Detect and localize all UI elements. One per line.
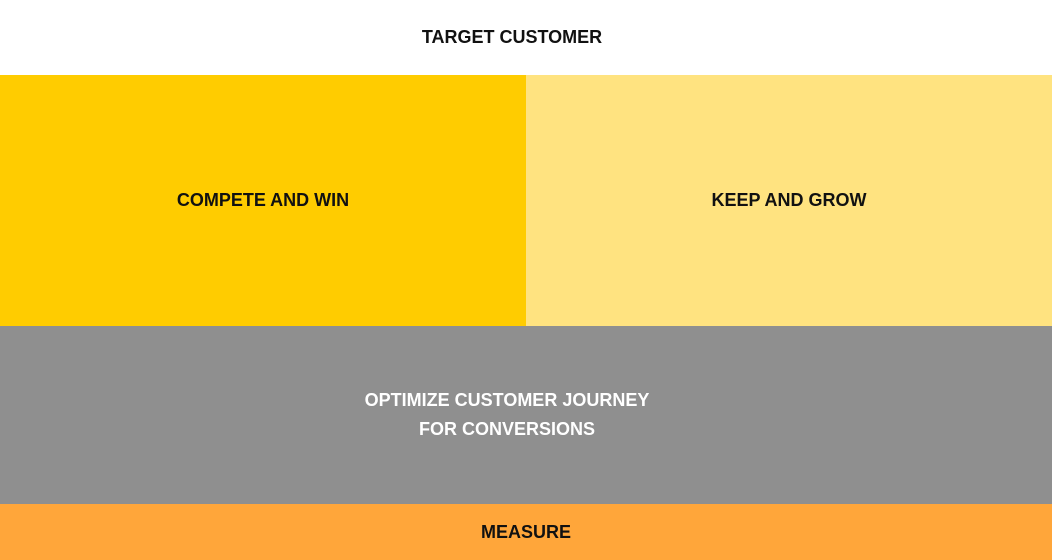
optimize-journey-block: OPTIMIZE CUSTOMER JOURNEY FOR CONVERSION… xyxy=(0,326,1014,504)
journey-line-1: OPTIMIZE CUSTOMER JOURNEY xyxy=(364,390,650,410)
keep-and-grow-block: KEEP AND GROW xyxy=(526,75,1052,326)
compete-and-win-label: COMPETE AND WIN xyxy=(176,190,350,210)
compete-and-win-block: COMPETE AND WIN xyxy=(0,75,526,326)
keep-and-grow-label: KEEP AND GROW xyxy=(711,190,867,210)
target-customer-header: TARGET CUSTOMER xyxy=(0,0,1024,75)
target-customer-label: TARGET CUSTOMER xyxy=(421,27,603,47)
journey-line-2: FOR CONVERSIONS xyxy=(418,419,596,439)
measure-block: MEASURE xyxy=(0,504,1052,560)
measure-label: MEASURE xyxy=(480,521,571,542)
